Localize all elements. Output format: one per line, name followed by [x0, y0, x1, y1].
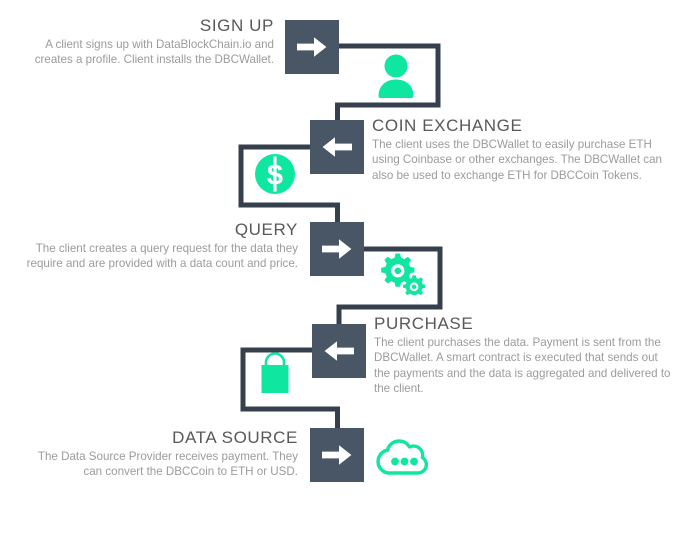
connector-purchase-to-datasource [240, 347, 340, 430]
step-title-query: QUERY [234, 220, 298, 239]
person-icon [370, 52, 422, 100]
step-text-purchase: PURCHASE The client purchases the data. … [374, 314, 672, 397]
gears-icon [378, 251, 426, 295]
step-title-data-source: DATA SOURCE [172, 428, 298, 447]
dollar-coin-icon: $ [254, 153, 296, 195]
arrow-right-icon [297, 37, 327, 57]
step-node-coin-exchange[interactable] [310, 120, 364, 174]
step-title-sign-up: SIGN UP [199, 16, 274, 35]
step-body-data-source: The Data Source Provider receives paymen… [37, 450, 298, 479]
arrow-right-icon [322, 445, 352, 465]
connector-signup-to-coinexchange [335, 43, 441, 122]
step-node-query[interactable] [310, 222, 364, 276]
connector-coinexchange-to-query [238, 144, 340, 224]
connector-query-to-purchase [336, 246, 443, 326]
cloud-icon [374, 436, 432, 478]
arrow-left-icon [322, 137, 352, 157]
shopping-bag-icon [256, 352, 294, 396]
step-text-data-source: DATA SOURCE The Data Source Provider rec… [20, 428, 298, 480]
step-node-data-source[interactable] [310, 428, 364, 482]
step-body-query: The client creates a query request for t… [26, 242, 298, 271]
step-text-coin-exchange: COIN EXCHANGE The client uses the DBCWal… [372, 116, 672, 183]
step-text-query: QUERY The client creates a query request… [18, 220, 298, 272]
step-title-coin-exchange: COIN EXCHANGE [372, 116, 523, 135]
step-title-purchase: PURCHASE [374, 314, 474, 333]
arrow-right-icon [322, 239, 352, 259]
step-body-purchase: The client purchases the data. Payment i… [374, 336, 671, 396]
arrow-left-icon [324, 341, 354, 361]
step-body-sign-up: A client signs up with DataBlockChain.io… [34, 38, 274, 67]
step-node-purchase[interactable] [312, 324, 366, 378]
step-node-sign-up[interactable] [285, 20, 339, 74]
step-body-coin-exchange: The client uses the DBCWallet to easily … [372, 138, 663, 182]
step-text-sign-up: SIGN UP A client signs up with DataBlock… [16, 16, 274, 68]
